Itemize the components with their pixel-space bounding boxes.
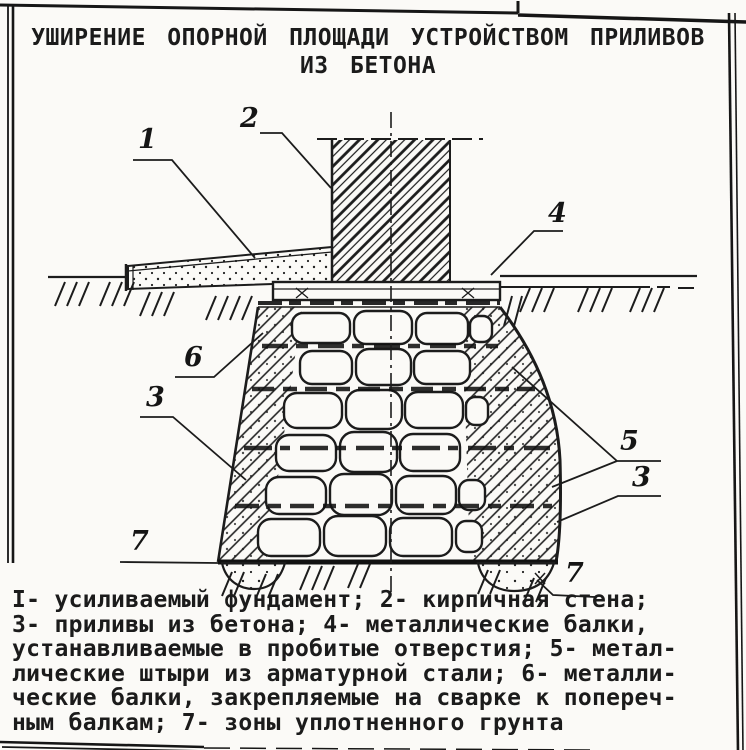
rubble-stones xyxy=(256,309,494,558)
legend-line-6: ным балкам; 7- зоны уплотненного грунта xyxy=(12,709,564,736)
callout-5: 5 xyxy=(620,426,639,457)
embedded-beam-bands xyxy=(235,343,552,509)
compacted-soil-zones xyxy=(220,561,556,603)
callout-7-right: 7 xyxy=(565,558,584,589)
ground-lines xyxy=(48,274,697,327)
title-line-2: ИЗ БЕТОНА xyxy=(299,53,437,79)
metal-beam-plate xyxy=(258,280,502,305)
callout-leaders xyxy=(119,132,661,598)
callout-6: 6 xyxy=(184,342,203,373)
callout-2: 2 xyxy=(240,103,259,134)
callout-1: 1 xyxy=(138,124,157,155)
callout-7-left: 7 xyxy=(130,526,149,557)
legend-line-4: лические штыри из арматурной стали; 6- м… xyxy=(12,660,677,687)
rubble-foundation xyxy=(216,306,562,565)
callout-3-right: 3 xyxy=(632,462,651,493)
brick-wall xyxy=(317,138,483,281)
title-line-1: УШИРЕНИЕ ОПОРНОЙ ПЛОЩАДИ УСТРОЙСТВОМ ПРИ… xyxy=(31,25,705,51)
callout-3-left: 3 xyxy=(146,382,165,413)
legend-line-1: I- усиливаемый фундамент; 2- кирпичная с… xyxy=(12,587,649,613)
callout-4: 4 xyxy=(548,198,567,229)
legend-line-2: 3- приливы из бетона; 4- металлические б… xyxy=(12,611,649,638)
legend-line-5: ческие балки, закрепляемые на сварке к п… xyxy=(12,685,677,711)
legend: I- усиливаемый фундамент; 2- кирпичная с… xyxy=(12,588,728,735)
page-title: УШИРЕНИЕ ОПОРНОЙ ПЛОЩАДИ УСТРОЙСТВОМ ПРИ… xyxy=(20,24,716,80)
legend-line-3: устанавливаемые в пробитые отверстия; 5-… xyxy=(12,636,677,662)
